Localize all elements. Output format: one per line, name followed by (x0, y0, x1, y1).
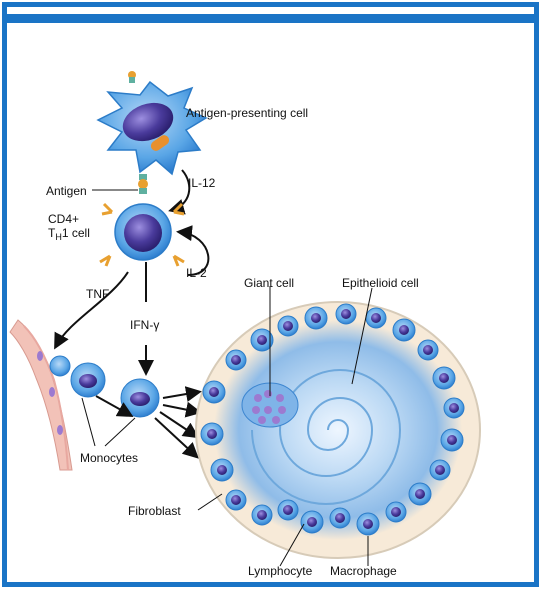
label-th1: TH1 cell (48, 226, 90, 241)
label-apc: Antigen-presenting cell (186, 106, 308, 120)
label-antigen: Antigen (46, 184, 87, 198)
label-giant-cell: Giant cell (244, 276, 294, 290)
blood-vessel (10, 320, 72, 470)
label-ifn: IFN-γ (130, 318, 159, 332)
tnf-arrow (56, 272, 128, 346)
antigen-molecule (138, 174, 148, 194)
th1-cell (100, 204, 184, 266)
granuloma-arrow-3 (160, 412, 196, 436)
granuloma-arrow-4 (155, 418, 196, 456)
antigen-molecule-top (128, 71, 136, 83)
th-subscript: H (55, 232, 62, 242)
label-il12: IL-12 (188, 176, 215, 190)
monocytes-leader-2 (105, 418, 135, 446)
antigen-presenting-cell (98, 82, 206, 174)
monocytes-leader-1 (82, 398, 95, 446)
granuloma-arrow-2 (163, 405, 198, 412)
label-cd4: CD4+ (48, 212, 79, 226)
monocyte-2 (121, 379, 159, 417)
label-monocytes: Monocytes (80, 451, 138, 465)
granuloma-arrow-1 (163, 392, 198, 398)
label-lymphocyte: Lymphocyte (248, 564, 312, 578)
th-suffix: 1 cell (62, 226, 90, 240)
label-tnf: TNF (86, 287, 109, 301)
label-epithelioid-cell: Epithelioid cell (342, 276, 419, 290)
label-macrophage: Macrophage (330, 564, 397, 578)
label-il2: IL-2 (186, 266, 207, 280)
monocyte-1 (71, 363, 105, 397)
fibroblast-leader (198, 494, 222, 510)
label-fibroblast: Fibroblast (128, 504, 181, 518)
